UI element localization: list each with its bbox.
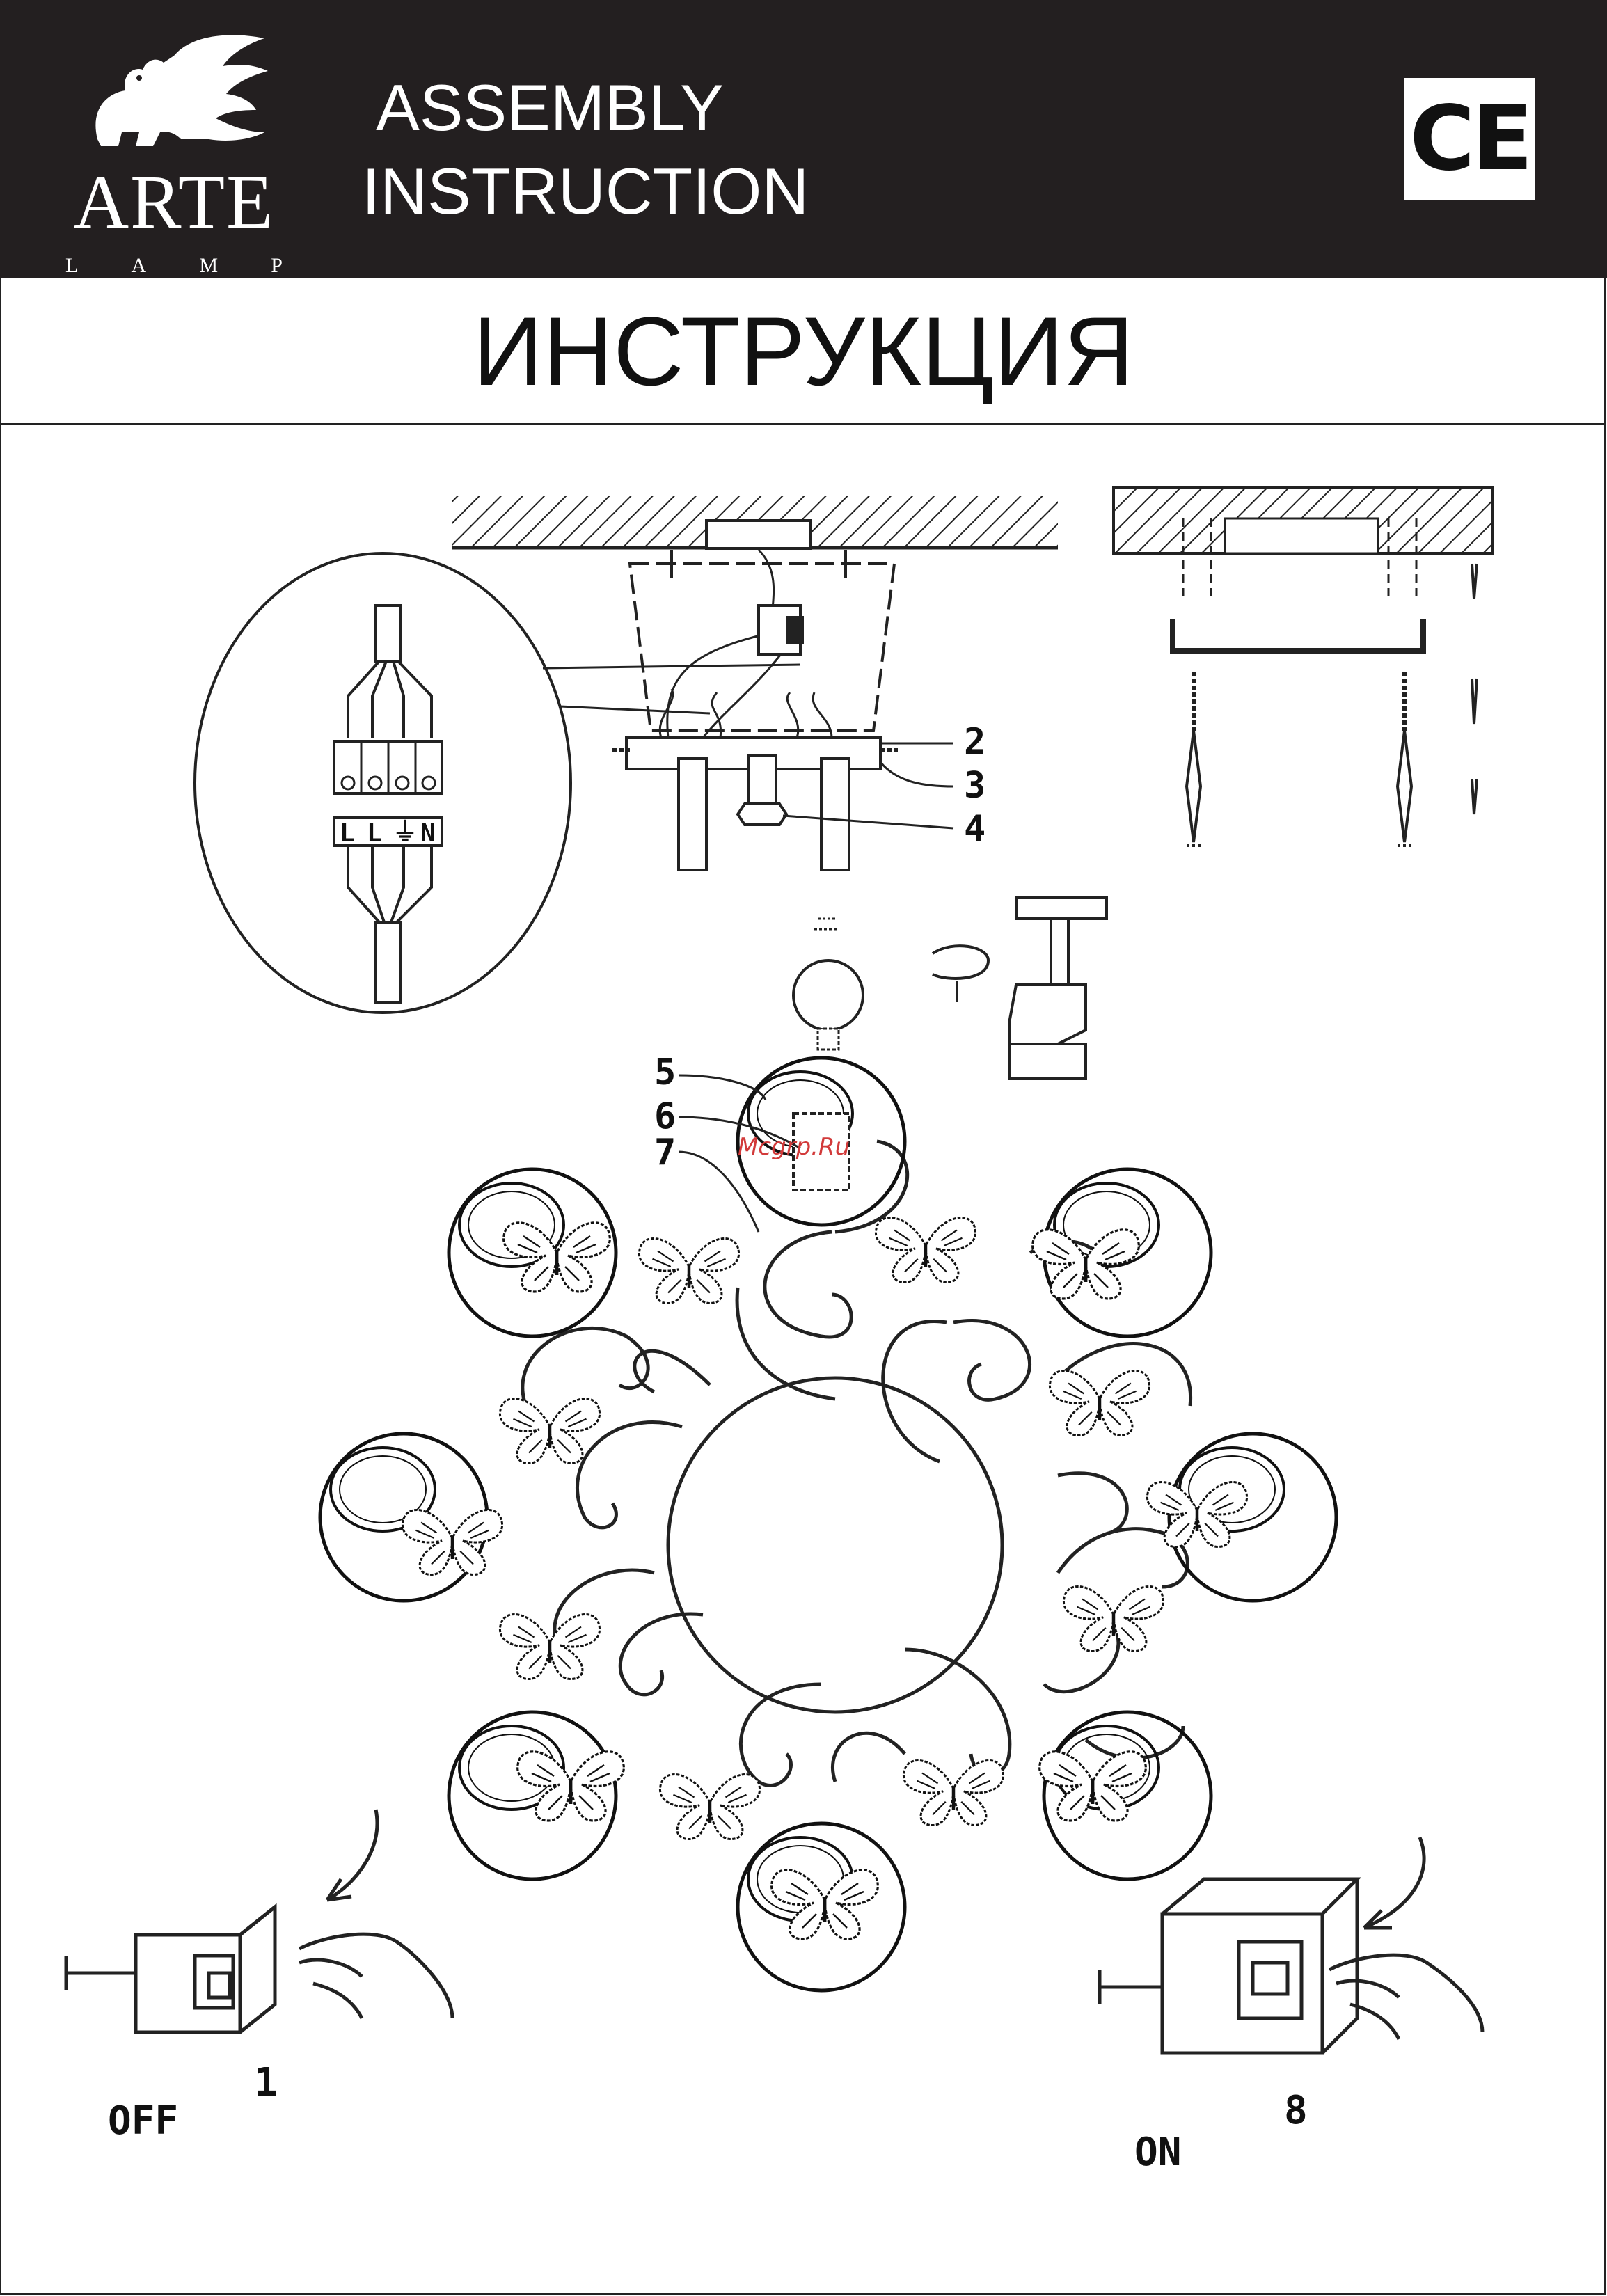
part-number-3: 3 bbox=[964, 768, 985, 804]
part-number-2: 2 bbox=[964, 724, 985, 760]
part-number-7: 7 bbox=[654, 1134, 676, 1171]
ground-icon: ⏚ bbox=[393, 820, 418, 845]
switch-icon bbox=[66, 1810, 452, 2032]
part-number-5: 5 bbox=[654, 1054, 676, 1091]
terminal-label: L bbox=[340, 821, 355, 846]
step-on-label: ON bbox=[1134, 2133, 1181, 2172]
terminal-label: N bbox=[420, 821, 436, 846]
part-number-6: 6 bbox=[654, 1098, 676, 1134]
step-off-number: 1 bbox=[254, 2064, 278, 2103]
chandelier-arms bbox=[523, 1141, 1191, 1785]
part-number-4: 4 bbox=[964, 811, 985, 847]
step-off-label: OFF bbox=[108, 2102, 178, 2141]
step-on-number: 8 bbox=[1284, 2091, 1308, 2130]
switch-icon bbox=[1100, 1837, 1482, 2053]
terminal-label: L bbox=[367, 821, 382, 846]
butterfly-decor bbox=[402, 1218, 1246, 1940]
watermark: Mcgrp.Ru bbox=[738, 1133, 850, 1161]
